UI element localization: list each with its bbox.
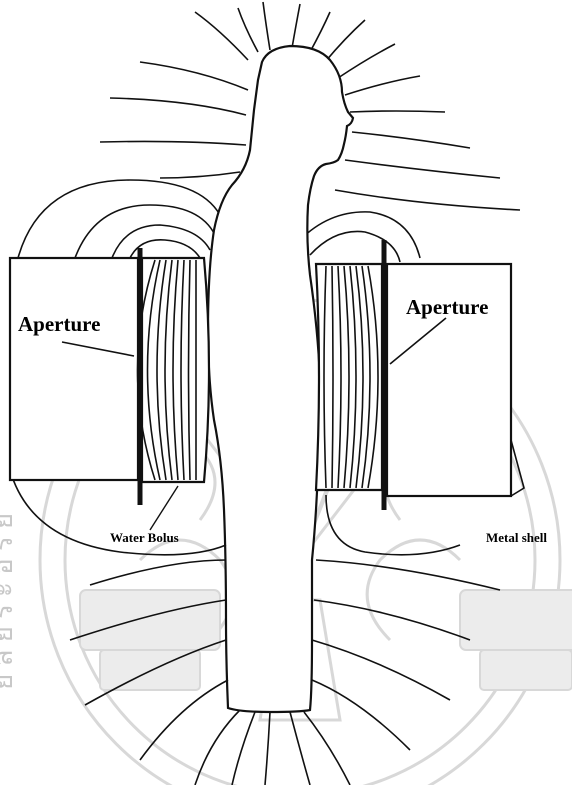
- watermark-side-text: ย ล ย ร ะ อ ร ย: [0, 513, 19, 690]
- field-lines-left-arcs: [18, 180, 220, 258]
- water-bolus-label: Water Bolus: [110, 530, 179, 545]
- metal-shell-label: Metal shell: [486, 530, 547, 545]
- left-aperture-box: [10, 258, 138, 480]
- left-applicator: Aperture Water Bolus: [10, 248, 209, 545]
- field-lines-right-arcs: [300, 212, 420, 262]
- left-aperture-label: Aperture: [18, 312, 100, 336]
- right-aperture-label: Aperture: [406, 295, 488, 319]
- svg-text:ย ล ย ร ะ อ ร ย: ย ล ย ร ะ อ ร ย: [0, 513, 19, 690]
- right-applicator: Aperture Metal shell: [316, 240, 547, 545]
